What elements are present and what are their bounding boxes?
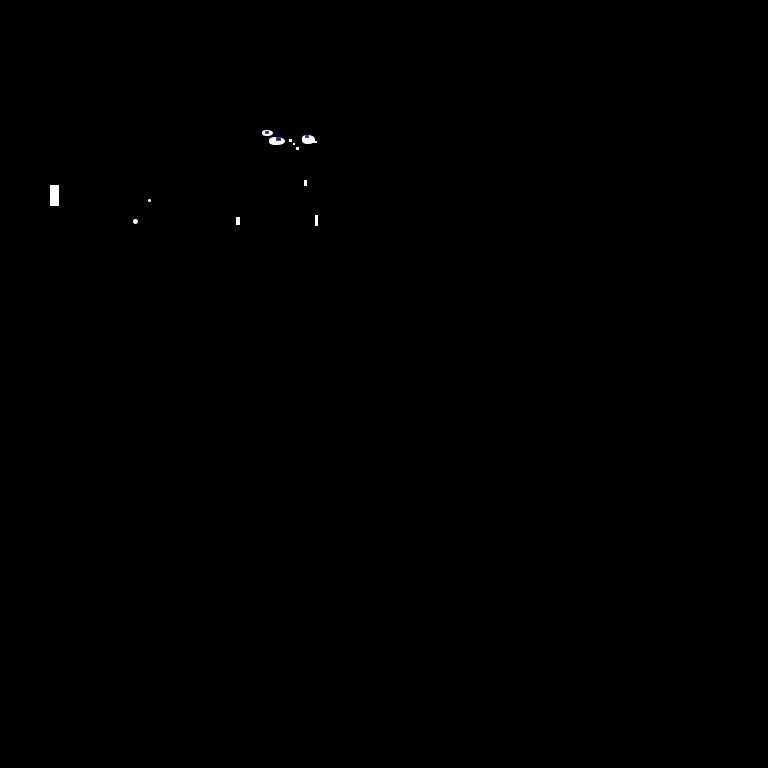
cluster-blob-main [269,137,285,145]
dash-tall [315,215,318,226]
cluster-speck-a [289,139,292,142]
cluster-speck-b [293,143,295,145]
cluster-speck-c [296,147,299,150]
comet-streak-shape [50,185,57,206]
speck-upper [148,199,151,202]
cluster-accent-left-core [266,132,268,133]
speck-lower [133,219,138,224]
comet-streak [50,185,59,206]
cluster-tail-right [311,141,317,143]
object-cluster[interactable] [258,124,322,156]
speck-mid-tail [236,221,239,225]
cluster-blob-right [302,135,315,144]
dash-short [304,180,307,186]
cluster-accent-main-core [277,138,280,140]
cluster-accent-right-core [306,136,308,137]
